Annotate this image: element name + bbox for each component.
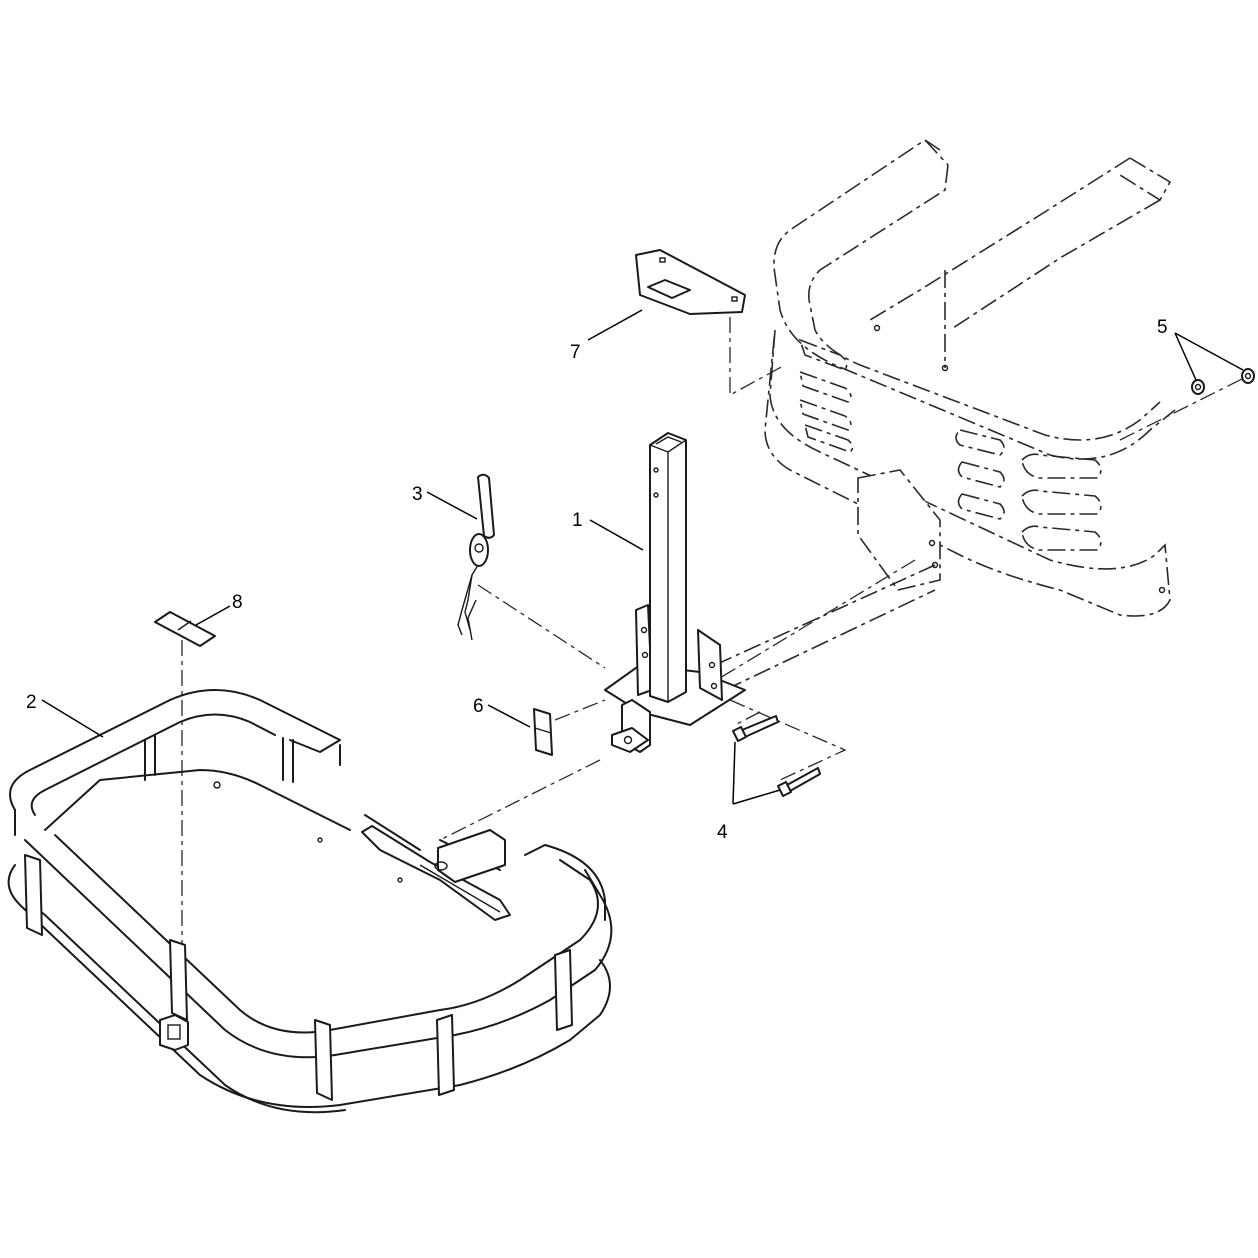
mower-bumper-phantom <box>764 139 1176 617</box>
part-4-bolts <box>732 715 821 797</box>
callout-1: 1 <box>572 510 583 531</box>
callout-leaders <box>41 309 1244 805</box>
part-1-post-assembly <box>604 432 936 753</box>
callout-8: 8 <box>232 592 243 613</box>
part-7-bracket <box>635 249 746 315</box>
callout-3: 3 <box>412 484 423 505</box>
part-6-decal <box>533 708 553 756</box>
part-2-cargo-basket <box>7 689 613 1114</box>
callout-5: 5 <box>1157 317 1168 338</box>
callout-2: 2 <box>26 692 37 713</box>
callout-6: 6 <box>473 696 484 717</box>
callout-7: 7 <box>570 342 581 363</box>
callout-labels: 1 2 3 4 5 6 7 8 <box>26 317 1168 843</box>
part-5-nuts <box>1191 368 1255 395</box>
part-3-hitch-pin <box>457 473 495 641</box>
callout-4: 4 <box>717 822 728 843</box>
part-8-reflector <box>154 611 216 647</box>
